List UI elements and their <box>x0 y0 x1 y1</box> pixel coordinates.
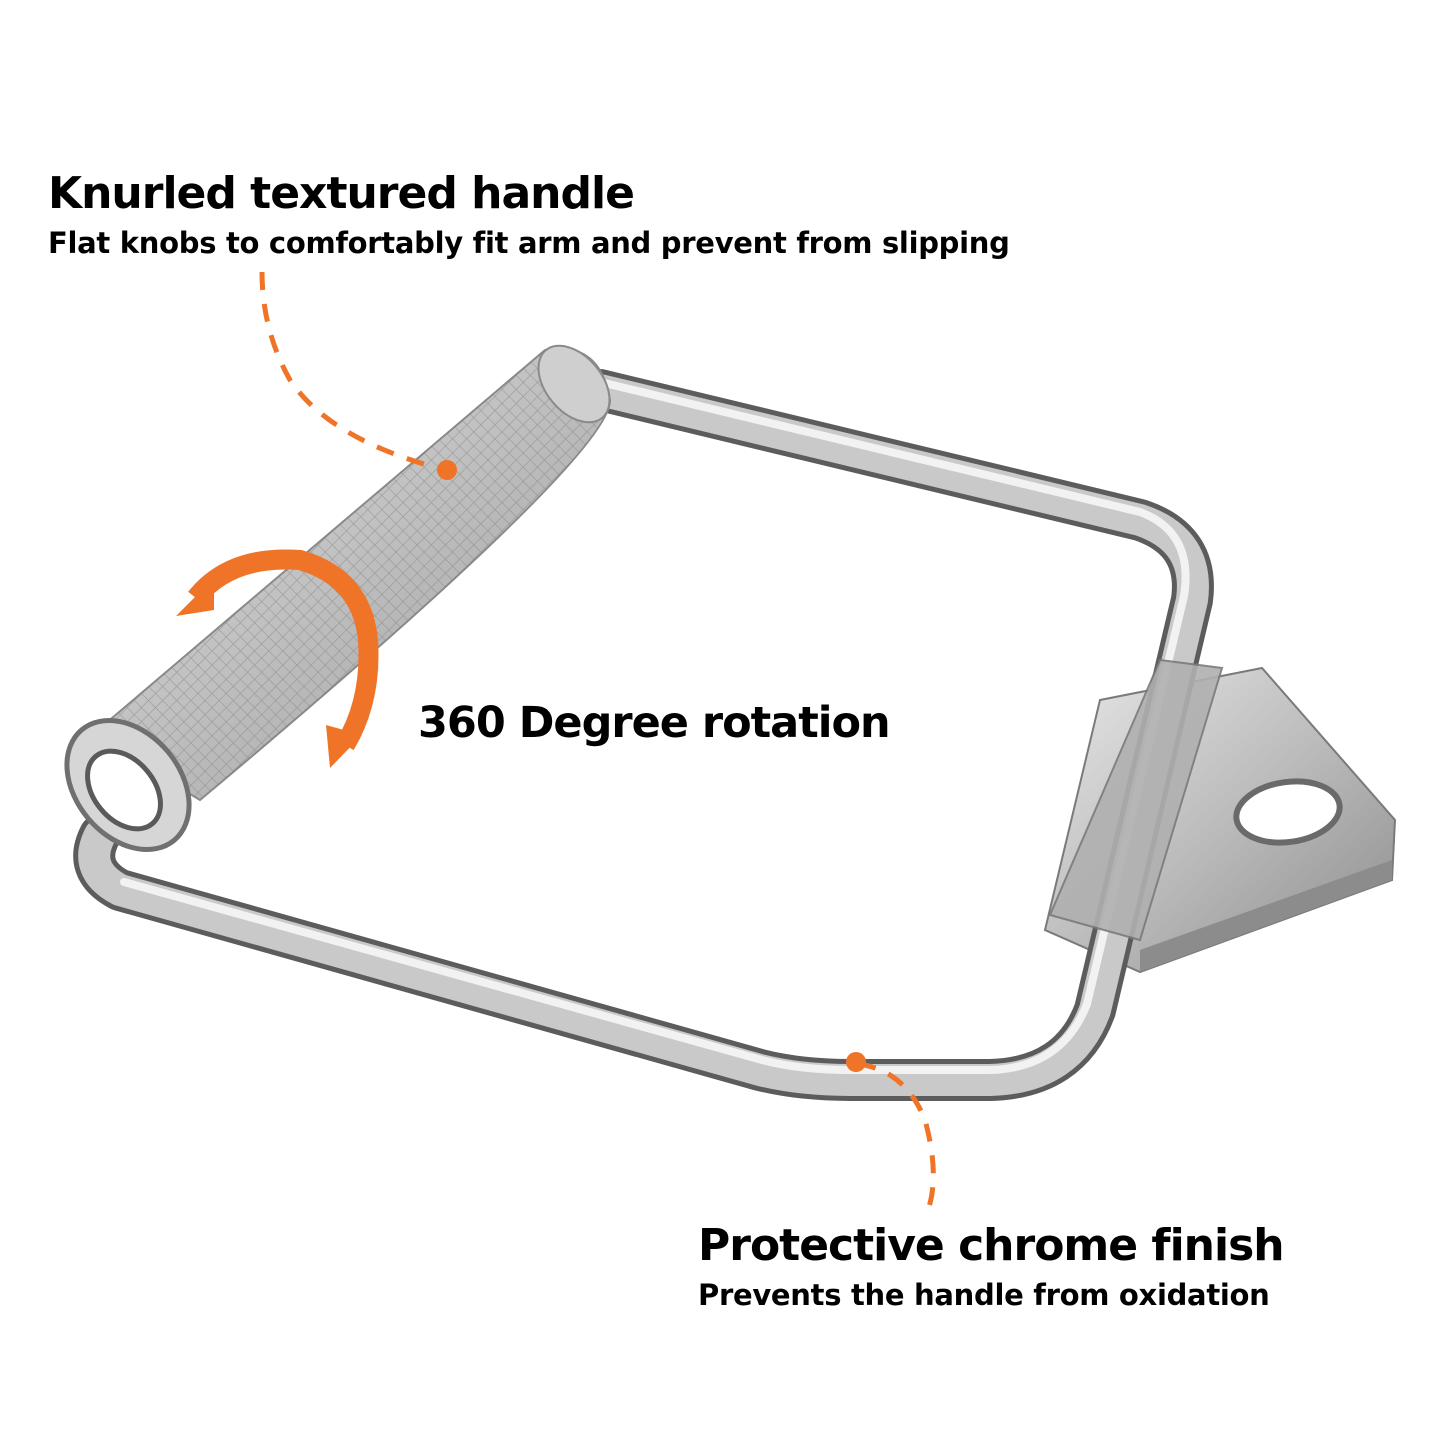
chrome-finish-subtitle: Prevents the handle from oxidation <box>698 1278 1270 1312</box>
rotation-arrow-icon <box>176 549 379 768</box>
knurled-handle-title: Knurled textured handle <box>48 168 635 219</box>
knurled-grip <box>64 344 612 852</box>
knurled-handle-subtitle: Flat knobs to comfortably fit arm and pr… <box>48 226 1010 260</box>
knurled-callout-leader <box>259 271 457 480</box>
steel-frame <box>73 369 1214 1101</box>
chrome-finish-title: Protective chrome finish <box>698 1220 1285 1271</box>
rotation-label: 360 Degree rotation <box>418 698 891 748</box>
weld-seam <box>1048 658 1224 942</box>
chrome-callout-dot <box>846 1052 866 1072</box>
chrome-callout-leader <box>846 1052 936 1211</box>
knurled-callout-dot <box>437 460 457 480</box>
